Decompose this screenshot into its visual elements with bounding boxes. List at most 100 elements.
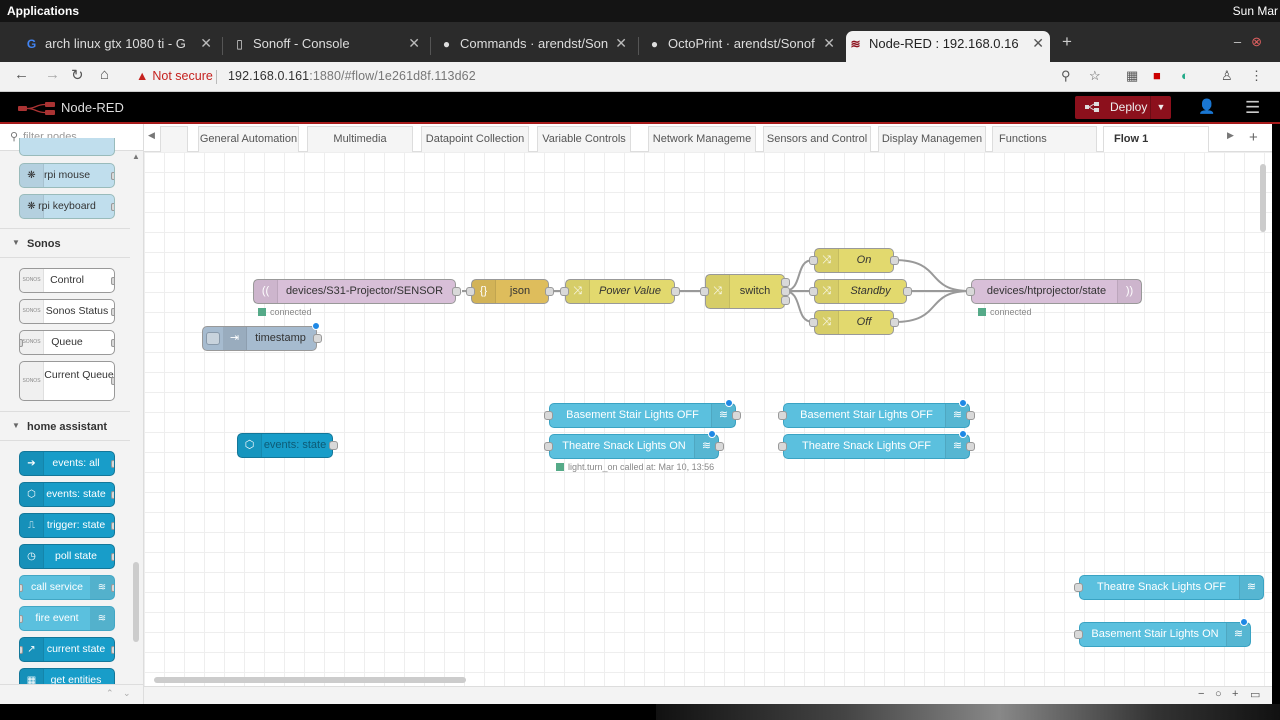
workspace-tab-active[interactable]: Flow 1 [1103,126,1209,153]
call-service-node[interactable]: Theatre Snack Lights ON ≋ light.turn_on … [544,430,724,472]
close-window-icon[interactable]: ⊗ [1251,34,1272,49]
change-node-standby[interactable]: ⤨ Standby [809,279,912,304]
workspace-tab[interactable]: General Automation [198,126,299,152]
extension-icon[interactable]: ■ [1153,68,1161,83]
sonos-icon: SONOS [20,362,44,400]
system-clock: Sun Mar [1232,4,1278,18]
reload-icon[interactable]: ↻ [71,67,84,84]
search-icon: ⚲ [10,131,19,143]
close-tab-icon[interactable]: ✕ [408,35,420,51]
palette-scrollbar[interactable]: ▲ [132,152,141,684]
palette-node-current-state[interactable]: ↗current state [19,637,115,662]
zoom-icon[interactable]: ⚲ [1061,68,1071,83]
change-node-off[interactable]: ⤨ Off [809,310,899,335]
menu-icon[interactable]: ☰ [1245,98,1261,117]
extension-icon[interactable]: ▦ [1126,68,1139,83]
close-tab-icon[interactable]: ✕ [1032,35,1044,51]
inject-node-timestamp[interactable]: ⇥ timestamp [202,322,322,351]
browser-tab-active[interactable]: ≋ Node-RED : 192.168.0.16 ✕ [846,31,1050,62]
call-service-node[interactable]: Theatre Snack Lights OFF ≋ [778,430,975,459]
window-controls[interactable]: –⊗ [1233,34,1272,49]
call-service-node[interactable]: Basement Stair Lights OFF ≋ [544,399,741,428]
mqtt-in-node[interactable]: (( devices/S31-Projector/SENSOR connecte… [253,279,461,317]
palette-node-trigger-state[interactable]: ⎍trigger: state [19,513,115,538]
workspace-tab[interactable]: Functions [992,126,1097,152]
zoom-out-icon[interactable]: − [1198,688,1205,700]
expand-all-icon[interactable]: ⌄ [123,688,131,698]
workspace-tab[interactable] [160,126,188,152]
zoom-reset-icon[interactable]: ○ [1215,688,1222,700]
close-tab-icon[interactable]: ✕ [200,35,212,51]
call-service-node[interactable]: Basement Stair Lights ON ≋ [1074,618,1251,647]
events-state-node[interactable]: ⬡ events: state [237,433,338,458]
call-service-node[interactable]: Theatre Snack Lights OFF ≋ [1074,575,1264,600]
workspace-tab[interactable]: Display Managemen [878,126,986,152]
browser-tab[interactable]: G arch linux gtx 1080 ti - G ✕ [22,31,218,62]
flow-canvas[interactable]: (( devices/S31-Projector/SENSOR connecte… [144,152,1272,686]
browser-tab[interactable]: ● OctoPrint · arendst/Sonof ✕ [645,31,841,62]
palette-node[interactable] [19,138,115,156]
switch-icon: ⤨ [706,275,730,308]
palette-category-sonos[interactable]: ▼Sonos [0,228,130,258]
user-icon[interactable]: 👤 [1198,98,1216,114]
extension-icon[interactable]: ♙ [1221,68,1233,83]
palette-node-rpi-mouse[interactable]: ❋rpi mouse [19,163,115,188]
mqtt-out-node[interactable]: devices/htprojector/state )) connected [966,279,1142,317]
workspace-tab-label: Multimedia [333,133,387,145]
palette-category-home-assistant[interactable]: ▼home assistant [0,411,130,441]
palette-node-label: rpi mouse [43,169,91,181]
workspace-tab[interactable]: Multimedia [307,126,413,152]
close-tab-icon[interactable]: ✕ [615,35,627,51]
extension-icon[interactable]: ◐ [1181,68,1189,83]
palette-node-rpi-keyboard[interactable]: ❋rpi keyboard [19,194,115,219]
switch-node[interactable]: ⤨ switch [700,274,790,309]
browser-tab[interactable]: ● Commands · arendst/Son ✕ [437,31,633,62]
browser-tab-title: Node-RED : 192.168.0.16 [869,36,1019,51]
palette-node-events-state[interactable]: ⬡events: state [19,482,115,507]
workspace-tab[interactable]: Sensors and Control [763,126,871,152]
deploy-dropdown-icon[interactable]: ▼ [1150,96,1171,119]
url-field[interactable]: 192.168.0.161:1880/#flow/1e261d8f.113d62 [228,69,476,83]
category-label: Sonos [27,238,61,250]
workspace-tab[interactable]: Network Manageme [648,126,756,152]
change-node-on[interactable]: ⤨ On [809,248,899,273]
close-tab-icon[interactable]: ✕ [823,35,835,51]
add-flow-icon[interactable]: + [1249,129,1258,146]
change-node-power-value[interactable]: ⤨ Power Value [560,279,680,304]
palette-node-poll-state[interactable]: ◷poll state [19,544,115,569]
canvas-horizontal-scrollbar[interactable] [146,674,1256,686]
new-tab-icon[interactable]: + [1062,32,1072,51]
home-icon[interactable]: ⌂ [100,66,110,83]
forward-icon[interactable]: → [45,66,60,83]
zoom-in-icon[interactable]: + [1232,688,1239,700]
scroll-tabs-right-icon[interactable]: ▶ [1227,130,1234,140]
scroll-tabs-left-icon[interactable]: ◀ [148,130,155,140]
security-indicator[interactable]: ▲Not secure [136,69,213,83]
browser-tab[interactable]: ▯ Sonoff - Console ✕ [230,31,426,62]
workspace-tab[interactable]: Variable Controls [537,126,631,152]
applications-menu[interactable]: Applications [7,4,80,18]
palette-node-events-all[interactable]: ➔events: all [19,451,115,476]
bookmark-star-icon[interactable]: ☆ [1089,68,1101,83]
palette-node-fire-event[interactable]: fire event≋ [19,606,115,631]
call-service-node[interactable]: Basement Stair Lights OFF ≋ [778,399,975,428]
collapse-all-icon[interactable]: ⌃ [106,688,114,698]
workspace-tab[interactable]: Datapoint Collection [421,126,529,152]
palette-node-call-service[interactable]: call service≋ [19,575,115,600]
navigator-icon[interactable]: ▭ [1250,689,1261,701]
node-label: Standby [850,285,891,297]
json-node[interactable]: {} json [466,279,554,304]
deploy-button[interactable]: Deploy ▼ [1075,96,1171,119]
canvas-vertical-scrollbar[interactable] [1258,154,1268,674]
browser-menu-icon[interactable]: ⋮ [1250,68,1263,83]
palette-node-label: Current Queue [44,369,114,381]
inject-button[interactable] [206,332,220,345]
browser-tab-title: arch linux gtx 1080 ti - G [45,36,186,51]
palette-node-label: Queue [51,336,83,348]
arrow-right-icon: ➔ [20,452,44,475]
back-icon[interactable]: ← [14,66,29,83]
